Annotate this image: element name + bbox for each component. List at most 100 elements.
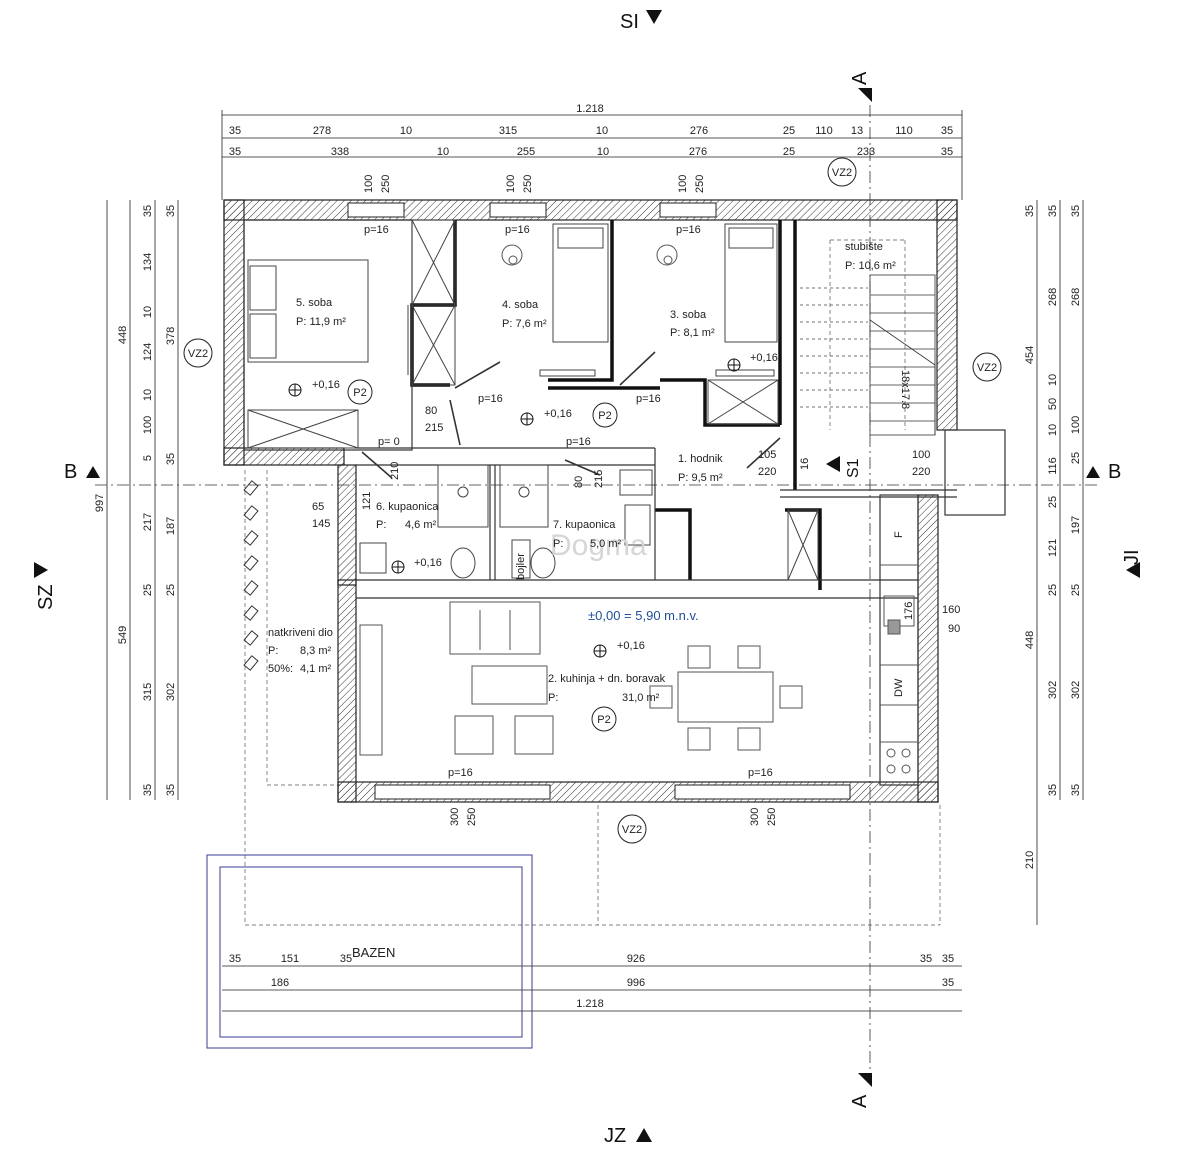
svg-text:10: 10 <box>142 306 154 318</box>
svg-text:268: 268 <box>1047 288 1059 306</box>
staircase <box>869 274 936 436</box>
svg-text:35: 35 <box>1047 784 1059 796</box>
svg-text:8,3 m²: 8,3 m² <box>300 645 332 657</box>
stair-dashed <box>800 287 868 408</box>
tag-vz2-left: VZ2 <box>183 338 213 368</box>
orientation-north: SI <box>620 10 662 33</box>
svg-text:VZ2: VZ2 <box>622 824 642 836</box>
svg-text:25: 25 <box>1070 452 1082 464</box>
svg-text:996: 996 <box>627 977 645 989</box>
svg-text:35: 35 <box>941 146 953 158</box>
svg-text:31,0 m²: 31,0 m² <box>622 692 660 704</box>
chairs-small <box>501 244 678 266</box>
svg-text:186: 186 <box>271 977 289 989</box>
kitchen-units <box>880 564 918 774</box>
svg-text:VZ2: VZ2 <box>832 167 852 179</box>
section-arrow-icon <box>858 88 872 102</box>
svg-text:315: 315 <box>499 125 517 137</box>
svg-text:+0,16: +0,16 <box>750 352 778 364</box>
svg-text:35: 35 <box>941 125 953 137</box>
svg-text:300: 300 <box>449 808 461 826</box>
beds <box>247 223 778 377</box>
room-natkriveni: natkriveni dio P: 8,3 m² 50%: 4,1 m² <box>268 627 333 675</box>
section-arrow-icon <box>1086 466 1100 478</box>
orientation-east-label: JI <box>1121 549 1143 565</box>
svg-text:134: 134 <box>142 253 154 271</box>
svg-text:p=16: p=16 <box>748 767 773 779</box>
svg-text:10: 10 <box>1047 374 1059 386</box>
svg-text:+0,16: +0,16 <box>414 557 442 569</box>
bathroom-fixtures <box>359 464 653 579</box>
svg-text:p=16: p=16 <box>636 393 661 405</box>
windows-bottom <box>374 784 851 800</box>
svg-text:25: 25 <box>1070 584 1082 596</box>
tag-p2-3: P2 <box>591 706 617 732</box>
svg-text:natkriveni dio: natkriveni dio <box>268 627 333 639</box>
svg-text:116: 116 <box>1047 457 1059 475</box>
svg-text:5: 5 <box>142 455 154 461</box>
tag-p2-2: P2 <box>592 402 618 428</box>
dim-bottom-text: 35 151 35 926 35 35 186 996 35 1.218 <box>229 953 954 1010</box>
svg-text:25: 25 <box>165 584 177 596</box>
svg-text:338: 338 <box>331 146 349 158</box>
svg-text:7. kupaonica: 7. kupaonica <box>553 519 616 531</box>
svg-text:276: 276 <box>689 146 707 158</box>
right-arrow-icon <box>34 562 48 578</box>
svg-text:50: 50 <box>1047 398 1059 410</box>
svg-text:35: 35 <box>142 784 154 796</box>
svg-text:A: A <box>849 1094 871 1108</box>
svg-text:220: 220 <box>912 466 930 478</box>
svg-text:35: 35 <box>165 453 177 465</box>
svg-text:P2: P2 <box>353 387 366 399</box>
orientation-south-label: JZ <box>604 1125 626 1147</box>
svg-text:35: 35 <box>229 953 241 965</box>
orientation-east: JI <box>1121 549 1143 578</box>
tag-vz2-top: VZ2 <box>827 157 857 187</box>
svg-text:F: F <box>893 531 905 538</box>
room-stubiste: stubište P: 10,6 m² <box>845 241 896 272</box>
sill-heights: p=16 p=16 p=16 p=16 p=16 p=16 p= 0 p=16 … <box>364 224 773 779</box>
svg-text:302: 302 <box>1047 681 1059 699</box>
svg-text:25: 25 <box>1047 584 1059 596</box>
svg-text:250: 250 <box>694 175 706 193</box>
svg-text:2. kuhinja + dn. boravak: 2. kuhinja + dn. boravak <box>548 673 666 685</box>
room-kupaonica7: 7. kupaonica P: 5,0 m² <box>553 519 622 550</box>
svg-text:P:: P: <box>548 692 558 704</box>
svg-text:215: 215 <box>593 470 605 488</box>
exterior-walls <box>223 199 958 803</box>
svg-text:250: 250 <box>522 175 534 193</box>
svg-text:100: 100 <box>363 175 375 193</box>
svg-text:110: 110 <box>895 125 913 137</box>
svg-text:105: 105 <box>758 449 776 461</box>
orientation-west-label: SZ <box>35 584 57 610</box>
svg-text:268: 268 <box>1070 288 1082 306</box>
svg-text:35: 35 <box>1047 205 1059 217</box>
svg-text:90: 90 <box>948 623 960 635</box>
svg-text:DW: DW <box>893 678 905 697</box>
svg-text:100: 100 <box>1070 416 1082 434</box>
section-lines <box>95 105 1100 1075</box>
room-kuhinja: 2. kuhinja + dn. boravak P: 31,0 m² <box>548 673 666 704</box>
svg-text:233: 233 <box>857 146 875 158</box>
terrace-columns <box>243 480 259 671</box>
svg-text:10: 10 <box>400 125 412 137</box>
section-arrow-icon <box>858 1073 872 1087</box>
section-marker-a-bottom: A <box>849 1073 872 1108</box>
svg-text:997: 997 <box>94 494 106 512</box>
svg-text:25: 25 <box>1047 496 1059 508</box>
svg-text:p=16: p=16 <box>676 224 701 236</box>
opening-dims: 100 250 100 250 100 250 300 250 300 250 … <box>312 175 960 826</box>
elevation-markers: +0,16 +0,16 +0,16 +0,16 +0,16 <box>288 352 778 658</box>
living-furniture <box>359 601 803 756</box>
svg-text:187: 187 <box>165 517 177 535</box>
svg-text:10: 10 <box>142 389 154 401</box>
svg-text:217: 217 <box>142 513 154 531</box>
watermark: Dogma <box>550 529 647 562</box>
grid-dashed-lines <box>244 239 941 926</box>
door-swings <box>361 351 781 479</box>
svg-text:18x17.8: 18x17.8 <box>899 370 911 409</box>
section-marker-a-top: A <box>849 71 872 102</box>
tag-p2-1: P2 <box>347 379 373 405</box>
svg-text:B: B <box>64 461 77 483</box>
